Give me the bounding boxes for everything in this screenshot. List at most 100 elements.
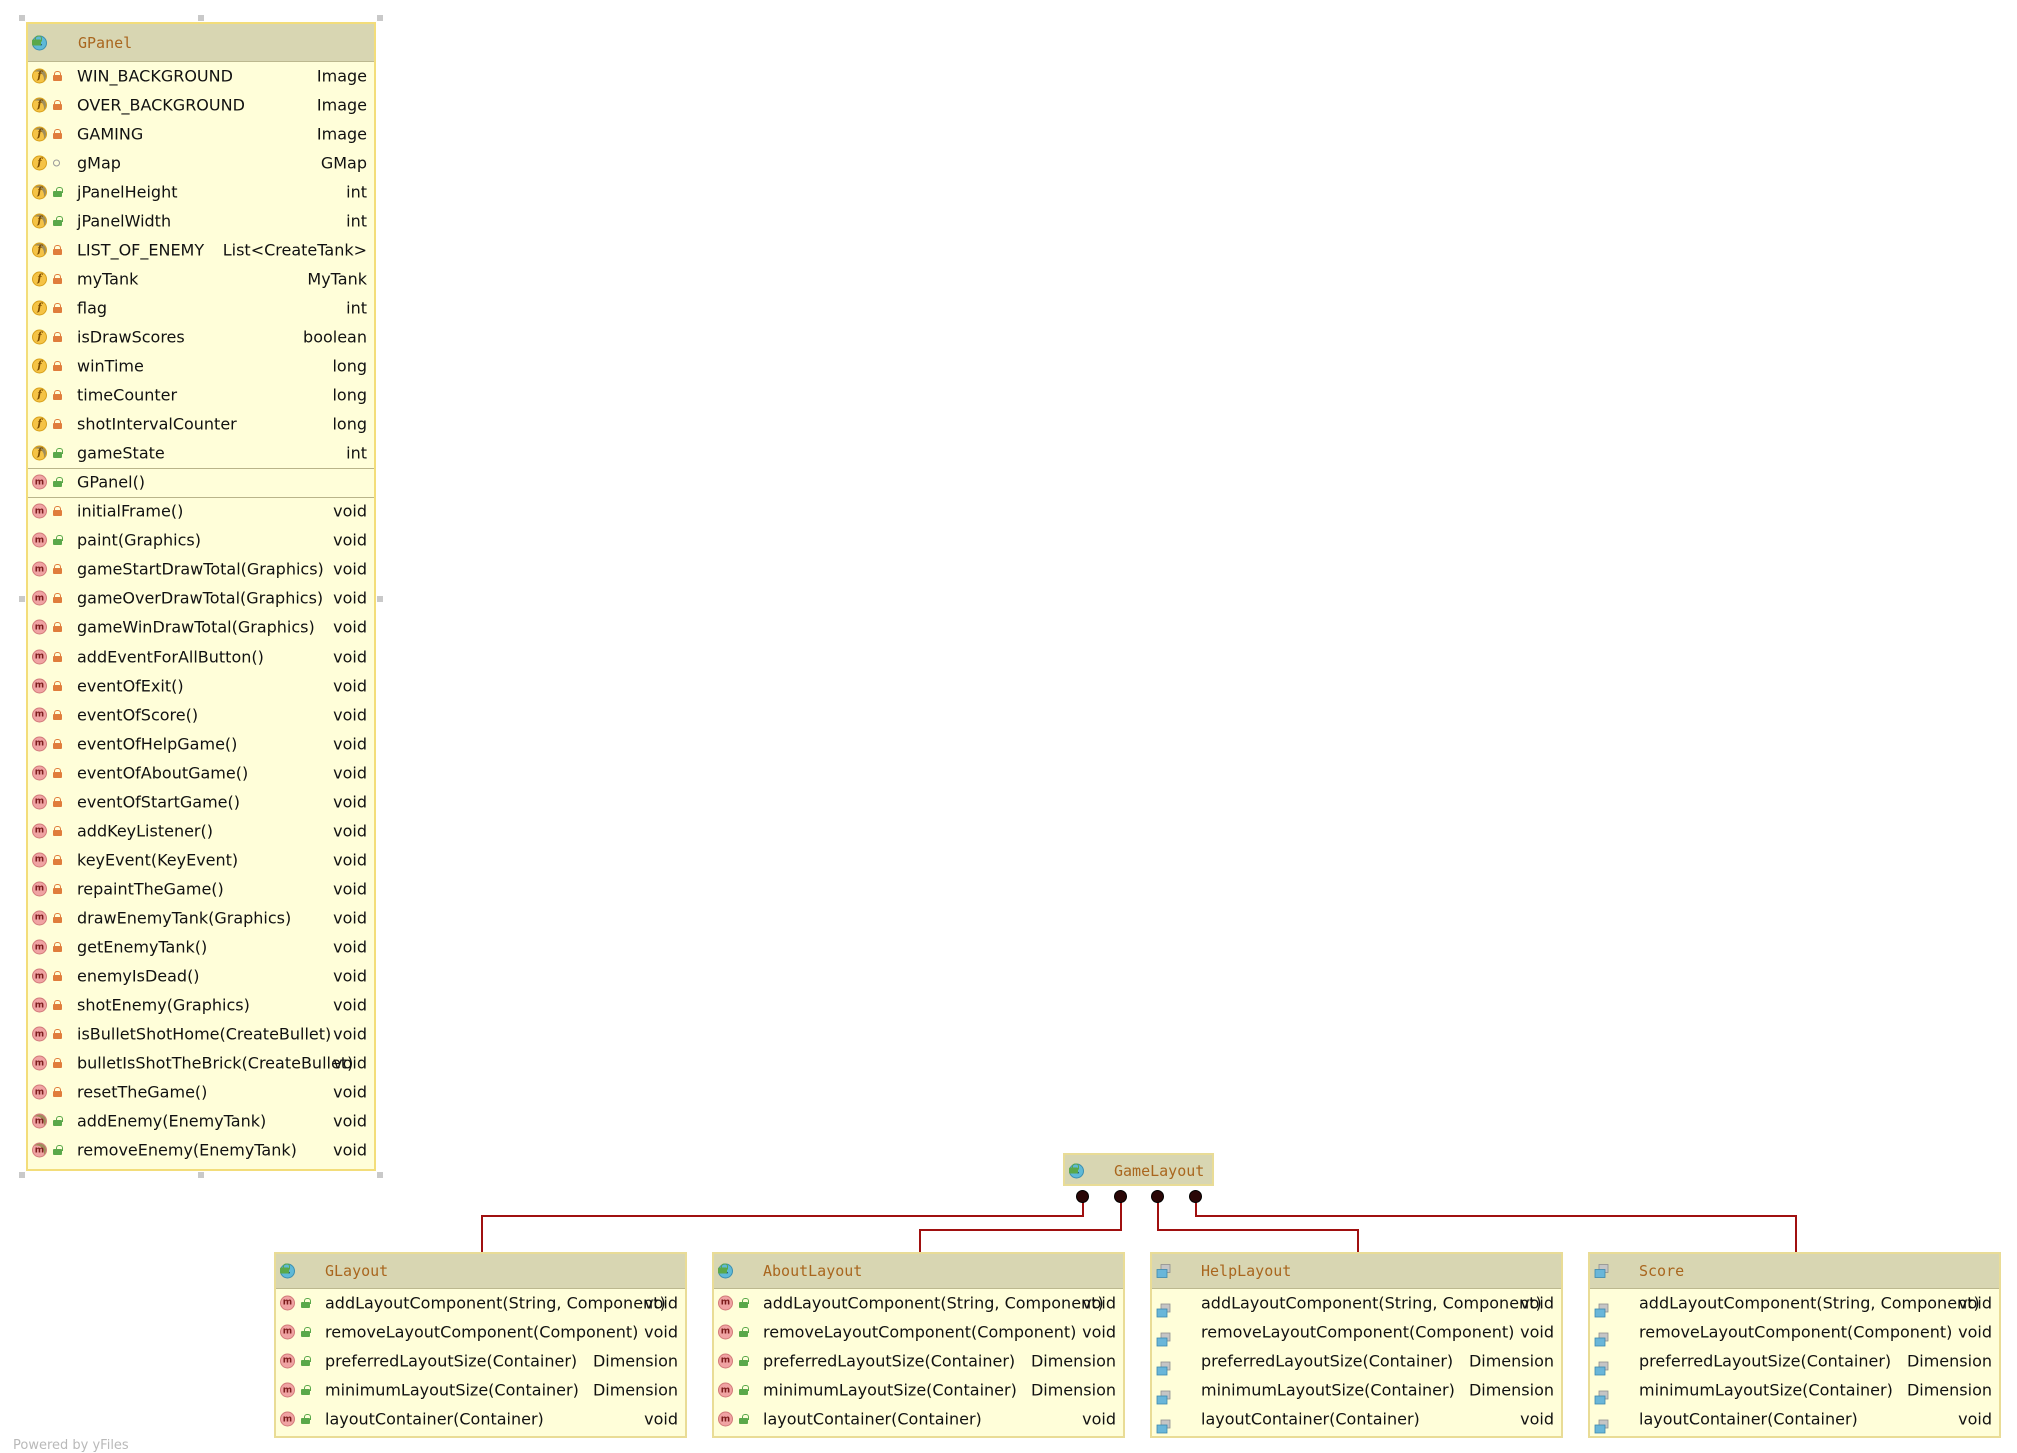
member-type: void [333,879,367,899]
method-icon: m [32,707,47,723]
private-lock-icon [53,651,62,662]
selection-handle[interactable] [19,1171,25,1178]
method-row[interactable]: minimumLayoutSize(Container)Dimension [1590,1376,1999,1405]
selection-handle[interactable] [19,15,25,21]
method-row[interactable]: preferredLayoutSize(Container)Dimension [1590,1346,1999,1376]
method-row[interactable]: addLayoutComponent(String, Component)voi… [1590,1288,1999,1317]
method-row[interactable]: layoutContainer(Container)void [1152,1405,1561,1434]
class-name: HelpLayout [1201,1262,1292,1280]
selection-handle[interactable] [19,596,25,603]
package-visibility-icon [53,159,60,167]
class-header[interactable]: HelpLayout [1152,1254,1561,1289]
method-row[interactable]: preferredLayoutSize(Container)Dimension [1152,1346,1561,1376]
method-row[interactable]: minimumLayoutSize(Container)Dimension [1152,1376,1561,1405]
member-type: void [1082,1293,1116,1313]
member-name: timeCounter [77,385,178,405]
field-icon: f [32,416,47,432]
member-type: void [333,763,367,783]
method-row[interactable]: addLayoutComponent(String, Component)voi… [1152,1288,1561,1317]
method-icon: m [280,1411,295,1427]
selection-handle[interactable] [377,15,383,21]
method-icon: m [32,823,47,839]
method-row[interactable]: removeLayoutComponent(Component)void [1590,1317,1999,1347]
public-unlock-icon [53,535,63,546]
inner-class-edge [1795,1215,1797,1252]
member-name: eventOfExit() [77,676,184,696]
member-type: long [332,414,367,434]
selection-handle[interactable] [377,596,383,603]
class-header[interactable]: Score [1590,1254,1999,1289]
placeholder-icon [1156,1390,1172,1409]
method-icon: m [718,1411,733,1427]
member-type: long [332,356,367,376]
private-lock-icon [53,738,62,749]
member-type: void [333,647,367,667]
method-row[interactable]: layoutContainer(Container)void [1590,1405,1999,1434]
member-type: void [333,792,367,812]
selection-handle[interactable] [198,15,204,21]
method-row[interactable]: removeLayoutComponent(Component)void [1152,1317,1561,1347]
inner-class-edge [1082,1196,1084,1217]
selection-handle[interactable] [198,1171,204,1178]
selection-handle[interactable] [377,1171,383,1178]
class-box-helplayout[interactable]: HelpLayout addLayoutComponent(String, Com… [1150,1252,1563,1438]
